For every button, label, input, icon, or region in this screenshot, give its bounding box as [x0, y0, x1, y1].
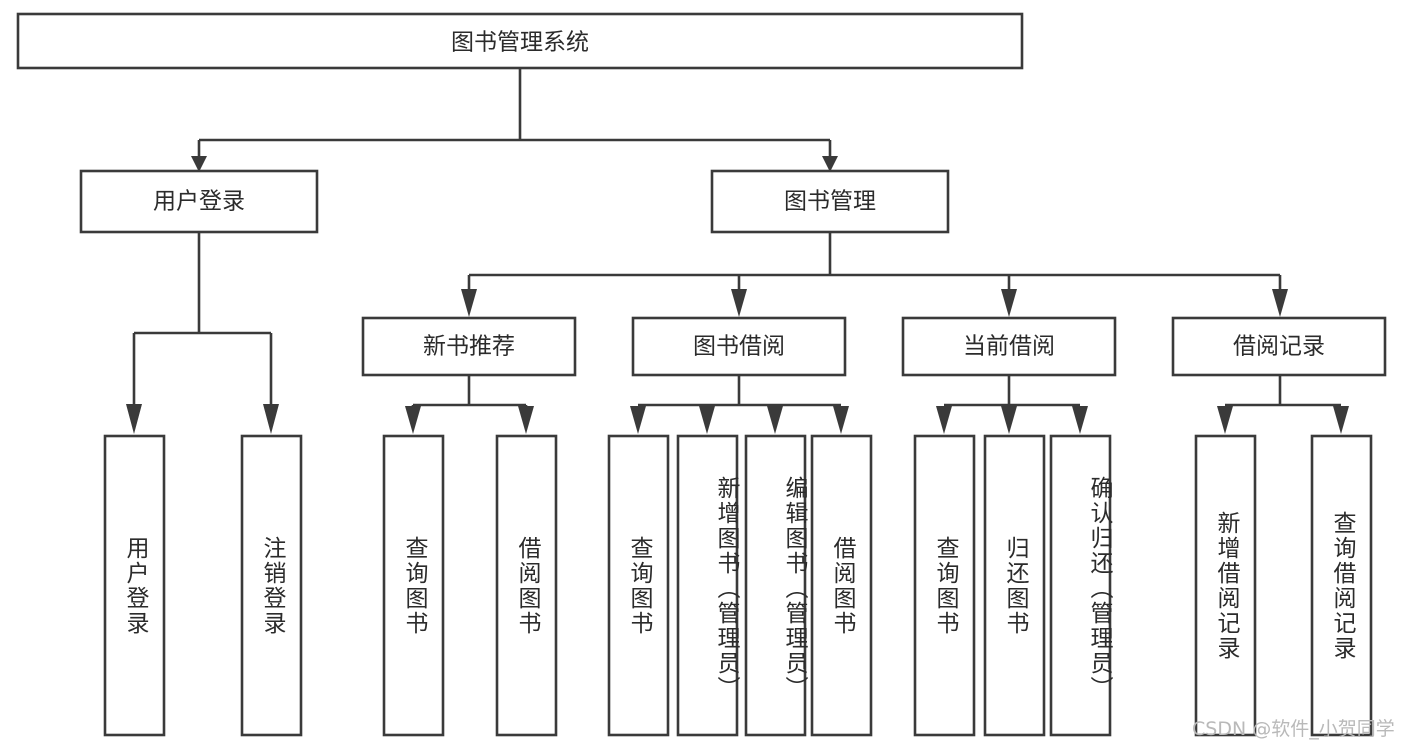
- node-box-leaf-add-book[interactable]: [676, 434, 739, 737]
- node-label-current-borrow: 当前借阅: [963, 334, 1055, 360]
- node-box-leaf-add-borrow-record[interactable]: [1194, 434, 1257, 737]
- arrow-head-leaf-add-borrow-record: [1217, 406, 1233, 434]
- nodes: 图书管理系统 用户登录 图书管理 新书推荐 图书借阅 当前借阅 借阅记录: [16, 12, 1387, 737]
- node-box-borrow-record[interactable]: [1171, 316, 1387, 377]
- arrow-head-new-book-recommend: [461, 289, 477, 317]
- node-label-borrow-record: 借阅记录: [1233, 334, 1325, 360]
- connectors: [126, 68, 1349, 434]
- node-box-leaf-edit-book[interactable]: [744, 434, 807, 737]
- node-box-leaf-query-borrow-record[interactable]: [1310, 434, 1373, 737]
- node-box-leaf-confirm-return[interactable]: [1049, 434, 1112, 737]
- node-box-book-manage[interactable]: [710, 169, 950, 234]
- arrow-head-leaf-query-borrow-record: [1333, 406, 1349, 434]
- arrow-head-leaf-logout-login: [263, 404, 279, 434]
- node-box-leaf-logout-login[interactable]: [240, 434, 303, 737]
- node-label-root: 图书管理系统: [451, 30, 589, 56]
- arrow-head-leaf-borrow-book-2: [833, 406, 849, 434]
- node-box-root[interactable]: [16, 12, 1024, 70]
- node-label-new-book-recommend: 新书推荐: [423, 334, 515, 360]
- node-box-leaf-query-book-2[interactable]: [607, 434, 670, 737]
- arrow-head-book-manage: [822, 156, 838, 172]
- arrow-head-borrow-record: [1272, 289, 1288, 317]
- arrow-head-leaf-query-book-1: [405, 406, 421, 434]
- node-box-leaf-borrow-book-1[interactable]: [495, 434, 558, 737]
- arrow-head-leaf-add-book: [699, 406, 715, 434]
- arrow-head-leaf-edit-book: [767, 406, 783, 434]
- watermark-text: CSDN @软件_小贺同学: [1192, 718, 1395, 740]
- arrow-head-user-login: [191, 156, 207, 172]
- node-label-book-borrow: 图书借阅: [693, 334, 785, 360]
- node-box-leaf-return-book[interactable]: [983, 434, 1046, 737]
- arrow-head-leaf-query-book-2: [630, 406, 646, 434]
- node-box-leaf-borrow-book-2[interactable]: [810, 434, 873, 737]
- arrow-head-leaf-confirm-return: [1072, 406, 1088, 434]
- arrow-head-leaf-query-book-3: [936, 406, 952, 434]
- arrow-head-leaf-borrow-book-1: [518, 406, 534, 434]
- node-label-book-manage: 图书管理: [784, 189, 876, 215]
- node-box-leaf-user-login[interactable]: [103, 434, 166, 737]
- node-box-book-borrow[interactable]: [631, 316, 847, 377]
- node-label-user-login: 用户登录: [153, 189, 245, 215]
- node-box-new-book-recommend[interactable]: [361, 316, 577, 377]
- node-box-user-login[interactable]: [79, 169, 319, 234]
- node-box-leaf-query-book-3[interactable]: [913, 434, 976, 737]
- node-box-current-borrow[interactable]: [901, 316, 1117, 377]
- arrow-head-book-borrow: [731, 289, 747, 317]
- arrow-head-current-borrow: [1001, 289, 1017, 317]
- arrow-head-leaf-return-book: [1001, 406, 1017, 434]
- node-box-leaf-query-book-1[interactable]: [382, 434, 445, 737]
- arrow-head-leaf-user-login: [126, 404, 142, 434]
